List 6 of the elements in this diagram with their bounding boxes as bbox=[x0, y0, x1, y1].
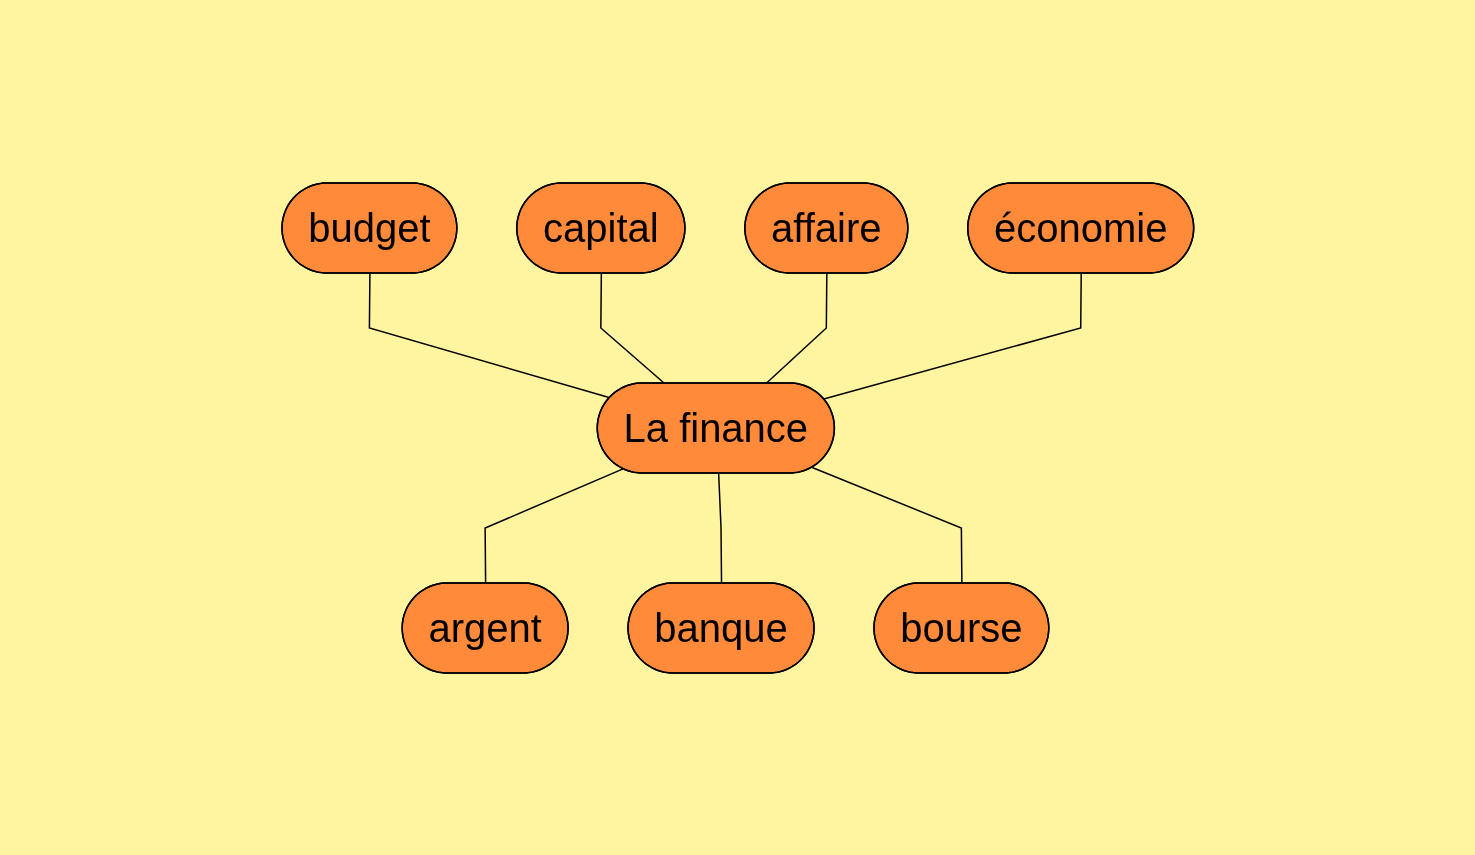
connector bbox=[717, 472, 722, 584]
connector bbox=[811, 466, 963, 584]
connector bbox=[484, 467, 624, 584]
connector bbox=[822, 272, 1082, 400]
connector bbox=[599, 272, 665, 384]
connector bbox=[764, 272, 828, 384]
